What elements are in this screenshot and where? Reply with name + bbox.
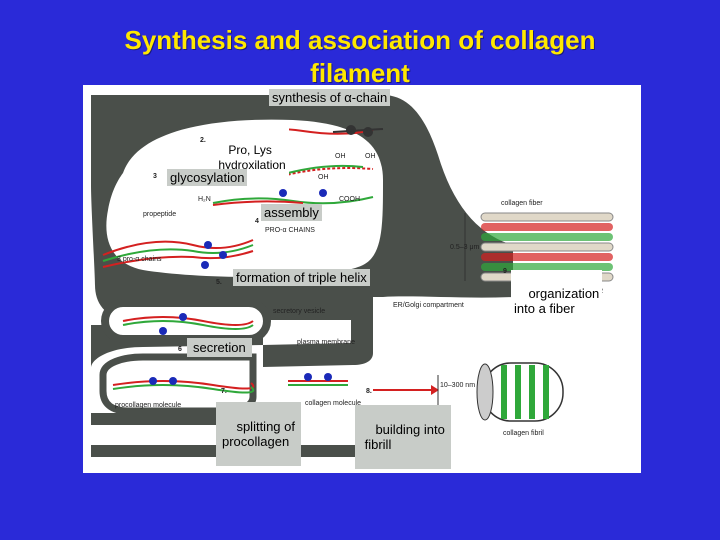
procollagen-helix-green	[112, 384, 255, 394]
sugar-2	[319, 189, 327, 197]
sugar-6	[179, 313, 187, 321]
procollagen-molecule-label: procollagen molecule	[115, 402, 181, 409]
collagen-fiber-label: collagen fiber	[501, 200, 543, 207]
sugar-9	[169, 377, 177, 385]
splitting-label: splitting of procollagen	[216, 402, 301, 466]
building-text: building into fibrill	[364, 422, 445, 452]
pro-chain-3	[102, 250, 254, 268]
organization-label: organization into a fiber	[511, 270, 603, 332]
pro-chains-label: PRO-α CHAINS	[265, 227, 315, 234]
hydroxylated-chain-green	[287, 164, 364, 174]
glycosylation-text: glycosylation	[170, 170, 245, 185]
sugar-10	[304, 373, 312, 381]
assembly-label: assembly	[261, 204, 322, 221]
splitting-text: splitting of procollagen	[222, 419, 295, 449]
fiber-width-label: 0.5–3 μm	[450, 244, 479, 251]
sugar-1	[279, 189, 287, 197]
synthesis-text: synthesis of α-chain	[272, 90, 388, 105]
step-8-number: 8.	[366, 388, 372, 395]
glycosylated-chain-red	[212, 200, 304, 206]
fibril-width-label: 10–300 nm	[440, 382, 475, 389]
step-7-number: 7.	[221, 388, 227, 395]
collagen-fibril	[482, 362, 564, 422]
propeptide-label: propeptide	[143, 211, 176, 218]
sugar-3	[204, 241, 212, 249]
h2n-label-2: H₂N	[198, 196, 211, 203]
vesicle-helix-red	[122, 316, 254, 326]
plasma-membrane-label: plasma membrane	[297, 339, 355, 346]
pro-chain-1	[102, 239, 254, 256]
step-3-number: 3	[153, 173, 157, 180]
secretory-vesicle-label: secretory vesicle	[273, 308, 325, 315]
collagen-fibril-label: collagen fibril	[503, 430, 544, 437]
step-5-number: 5.	[216, 279, 222, 286]
synthesis-label: synthesis of α-chain	[269, 89, 391, 106]
fibril-stripes	[501, 365, 549, 419]
collagen-diagram-panel: 2. 3 4 5. 6 7. 8. 9 propeptide H₂N H₂N C…	[83, 85, 641, 473]
triple-helix-label: formation of triple helix	[233, 269, 370, 286]
secretory-vesicle-shape	[101, 299, 271, 343]
secretion-label: secretion	[187, 338, 252, 357]
sugar-4	[219, 251, 227, 259]
cooh-label: COOH	[339, 196, 360, 203]
title-line-1: Synthesis and association of collagen	[124, 25, 596, 55]
sugar-8	[149, 377, 157, 385]
assembly-text: assembly	[264, 205, 319, 220]
three-chains-label: 3 pro-α chains	[117, 256, 162, 263]
step-6-number: 6	[178, 346, 182, 353]
vesicle-helix-green	[122, 320, 254, 330]
title-line-2: filament	[310, 58, 410, 88]
glycosylation-label: glycosylation	[167, 169, 248, 186]
organization-text: organization into a fiber	[514, 286, 600, 316]
oh-label-1: OH	[335, 153, 346, 160]
oh-label-2: OH	[365, 153, 376, 160]
hydroxylated-chain	[277, 167, 374, 178]
ribosome-2	[363, 127, 373, 137]
secretion-text: secretion	[193, 340, 246, 355]
step-4-number: 4	[255, 218, 259, 225]
sugar-11	[324, 373, 332, 381]
step-2-number: 2.	[200, 137, 206, 144]
collagen-diagram: 2. 3 4 5. 6 7. 8. 9 propeptide H₂N H₂N C…	[91, 95, 614, 457]
slide-title: Synthesis and association of collagen fi…	[0, 24, 720, 90]
sugar-7	[159, 327, 167, 335]
building-label: building into fibrill	[355, 405, 451, 469]
pro-chain-2	[102, 244, 254, 262]
fibril-end	[476, 363, 494, 421]
er-golgi-label: ER/Golgi compartment	[393, 302, 464, 309]
triple-helix-text: formation of triple helix	[236, 270, 367, 285]
collagen-molecule-label: collagen molecule	[305, 400, 361, 407]
hydroxylation-text: Pro, Lys hydroxilation	[218, 143, 286, 172]
step-9-number: 9	[503, 268, 507, 275]
arrow-head-fibril	[431, 385, 439, 395]
glycosylated-chain	[212, 196, 374, 205]
sugar-5	[201, 261, 209, 269]
oh-label-3: OH	[318, 174, 329, 181]
mrna-strand	[332, 128, 384, 133]
